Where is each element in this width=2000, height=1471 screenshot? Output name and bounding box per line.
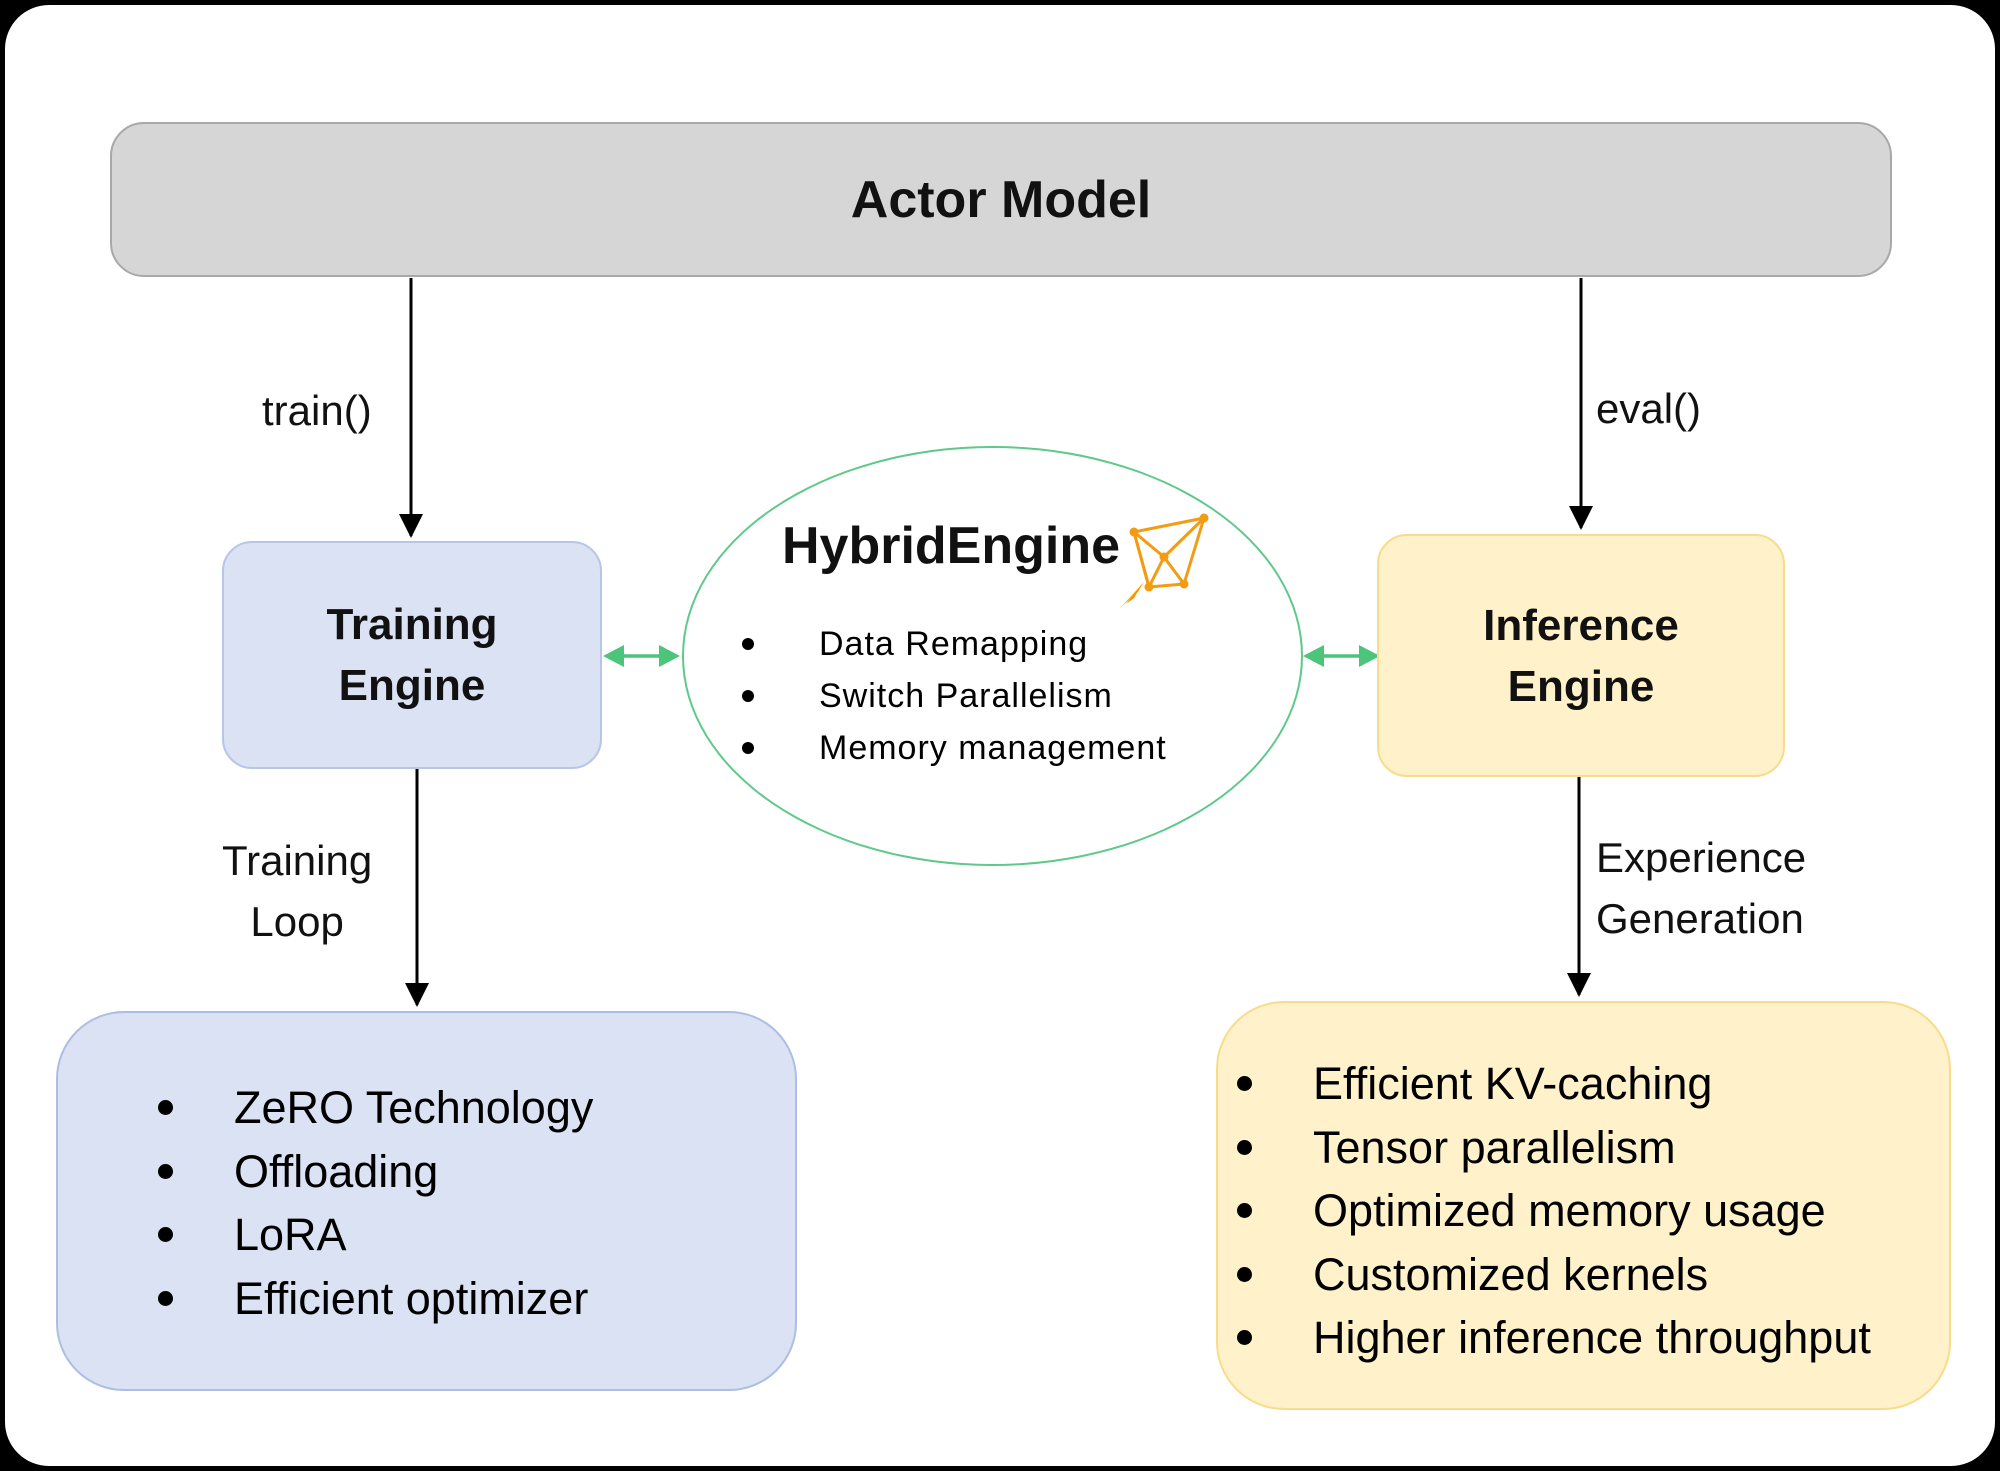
- list-item-label: Tensor parallelism: [1313, 1121, 1676, 1173]
- list-item-label: Efficient optimizer: [234, 1272, 589, 1324]
- list-item: Offloading: [158, 1140, 593, 1204]
- list-item: Efficient optimizer: [158, 1267, 593, 1331]
- list-item: Customized kernels: [1237, 1243, 1871, 1307]
- list-item-label: Data Remapping: [819, 625, 1089, 663]
- hybrid-engine-ellipse: [682, 446, 1303, 866]
- list-item-label: Memory management: [819, 729, 1167, 767]
- experience-generation-label: Experience Generation: [1596, 827, 1806, 949]
- bullet-icon: [158, 1290, 173, 1306]
- inference-engine-line-2: Engine: [1507, 661, 1655, 711]
- list-item-label: Efficient KV-caching: [1313, 1058, 1713, 1109]
- train-edge-label: train(): [262, 387, 372, 434]
- list-item-label: Optimized memory usage: [1313, 1185, 1826, 1236]
- bullet-icon: [158, 1100, 173, 1115]
- hybrid-engine-list: Data Remapping Switch Parallelism Memory…: [742, 618, 1167, 774]
- bullet-icon: [1237, 1266, 1252, 1282]
- training-features-box: [56, 1011, 797, 1391]
- list-item: ZeRO Technology: [158, 1076, 594, 1140]
- list-item-label: Customized kernels: [1313, 1248, 1709, 1300]
- bullet-icon: [1237, 1330, 1252, 1345]
- training-engine-line-1: Training: [326, 600, 498, 649]
- bullet-icon: [742, 638, 754, 650]
- training-loop-line-1: Training: [222, 837, 373, 884]
- bullet-icon: [158, 1163, 173, 1179]
- bullet-icon: [1237, 1076, 1252, 1091]
- bullet-icon: [742, 690, 754, 702]
- rocket-icon: [1120, 513, 1209, 608]
- list-item: Data Remapping: [742, 618, 1167, 670]
- list-item: LoRA: [158, 1203, 593, 1267]
- eval-edge-label: eval(): [1596, 385, 1702, 432]
- inference-engine-box: Inference Engine: [1377, 534, 1785, 777]
- bullet-icon: [1237, 1139, 1252, 1155]
- inference-features-list: Efficient KV-caching Tensor parallelism …: [1237, 1052, 1871, 1370]
- list-item-label: Higher inference throughput: [1313, 1312, 1871, 1363]
- list-item: Tensor parallelism: [1237, 1116, 1871, 1180]
- experience-line-1: Experience: [1596, 834, 1807, 881]
- list-item: Optimized memory usage: [1237, 1179, 1871, 1243]
- training-engine-line-2: Engine: [338, 661, 486, 710]
- list-item: Higher inference throughput: [1237, 1306, 1871, 1370]
- training-loop-line-2: Loop: [250, 898, 344, 945]
- list-item-label: LoRA: [234, 1209, 347, 1260]
- bullet-icon: [742, 742, 754, 754]
- list-item: Efficient KV-caching: [1237, 1052, 1871, 1116]
- actor-model-box: Actor Model: [110, 122, 1892, 277]
- inference-engine-line-1: Inference: [1483, 600, 1679, 650]
- bullet-icon: [1237, 1203, 1252, 1218]
- experience-line-2: Generation: [1596, 895, 1804, 942]
- list-item: Switch Parallelism: [742, 670, 1167, 722]
- list-item: Memory management: [742, 722, 1167, 774]
- inference-features-box: [1216, 1001, 1951, 1410]
- training-loop-label: Training Loop: [222, 830, 372, 952]
- training-features-list: ZeRO Technology Offloading LoRA Efficien…: [158, 1076, 594, 1331]
- list-item-label: Switch Parallelism: [819, 677, 1113, 715]
- actor-model-title: Actor Model: [850, 170, 1152, 229]
- list-item-label: Offloading: [234, 1145, 439, 1197]
- hybrid-engine-title: HybridEngine: [782, 517, 1121, 575]
- training-engine-box: Training Engine: [222, 541, 602, 769]
- bullet-icon: [158, 1227, 173, 1242]
- list-item-label: ZeRO Technology: [234, 1082, 594, 1133]
